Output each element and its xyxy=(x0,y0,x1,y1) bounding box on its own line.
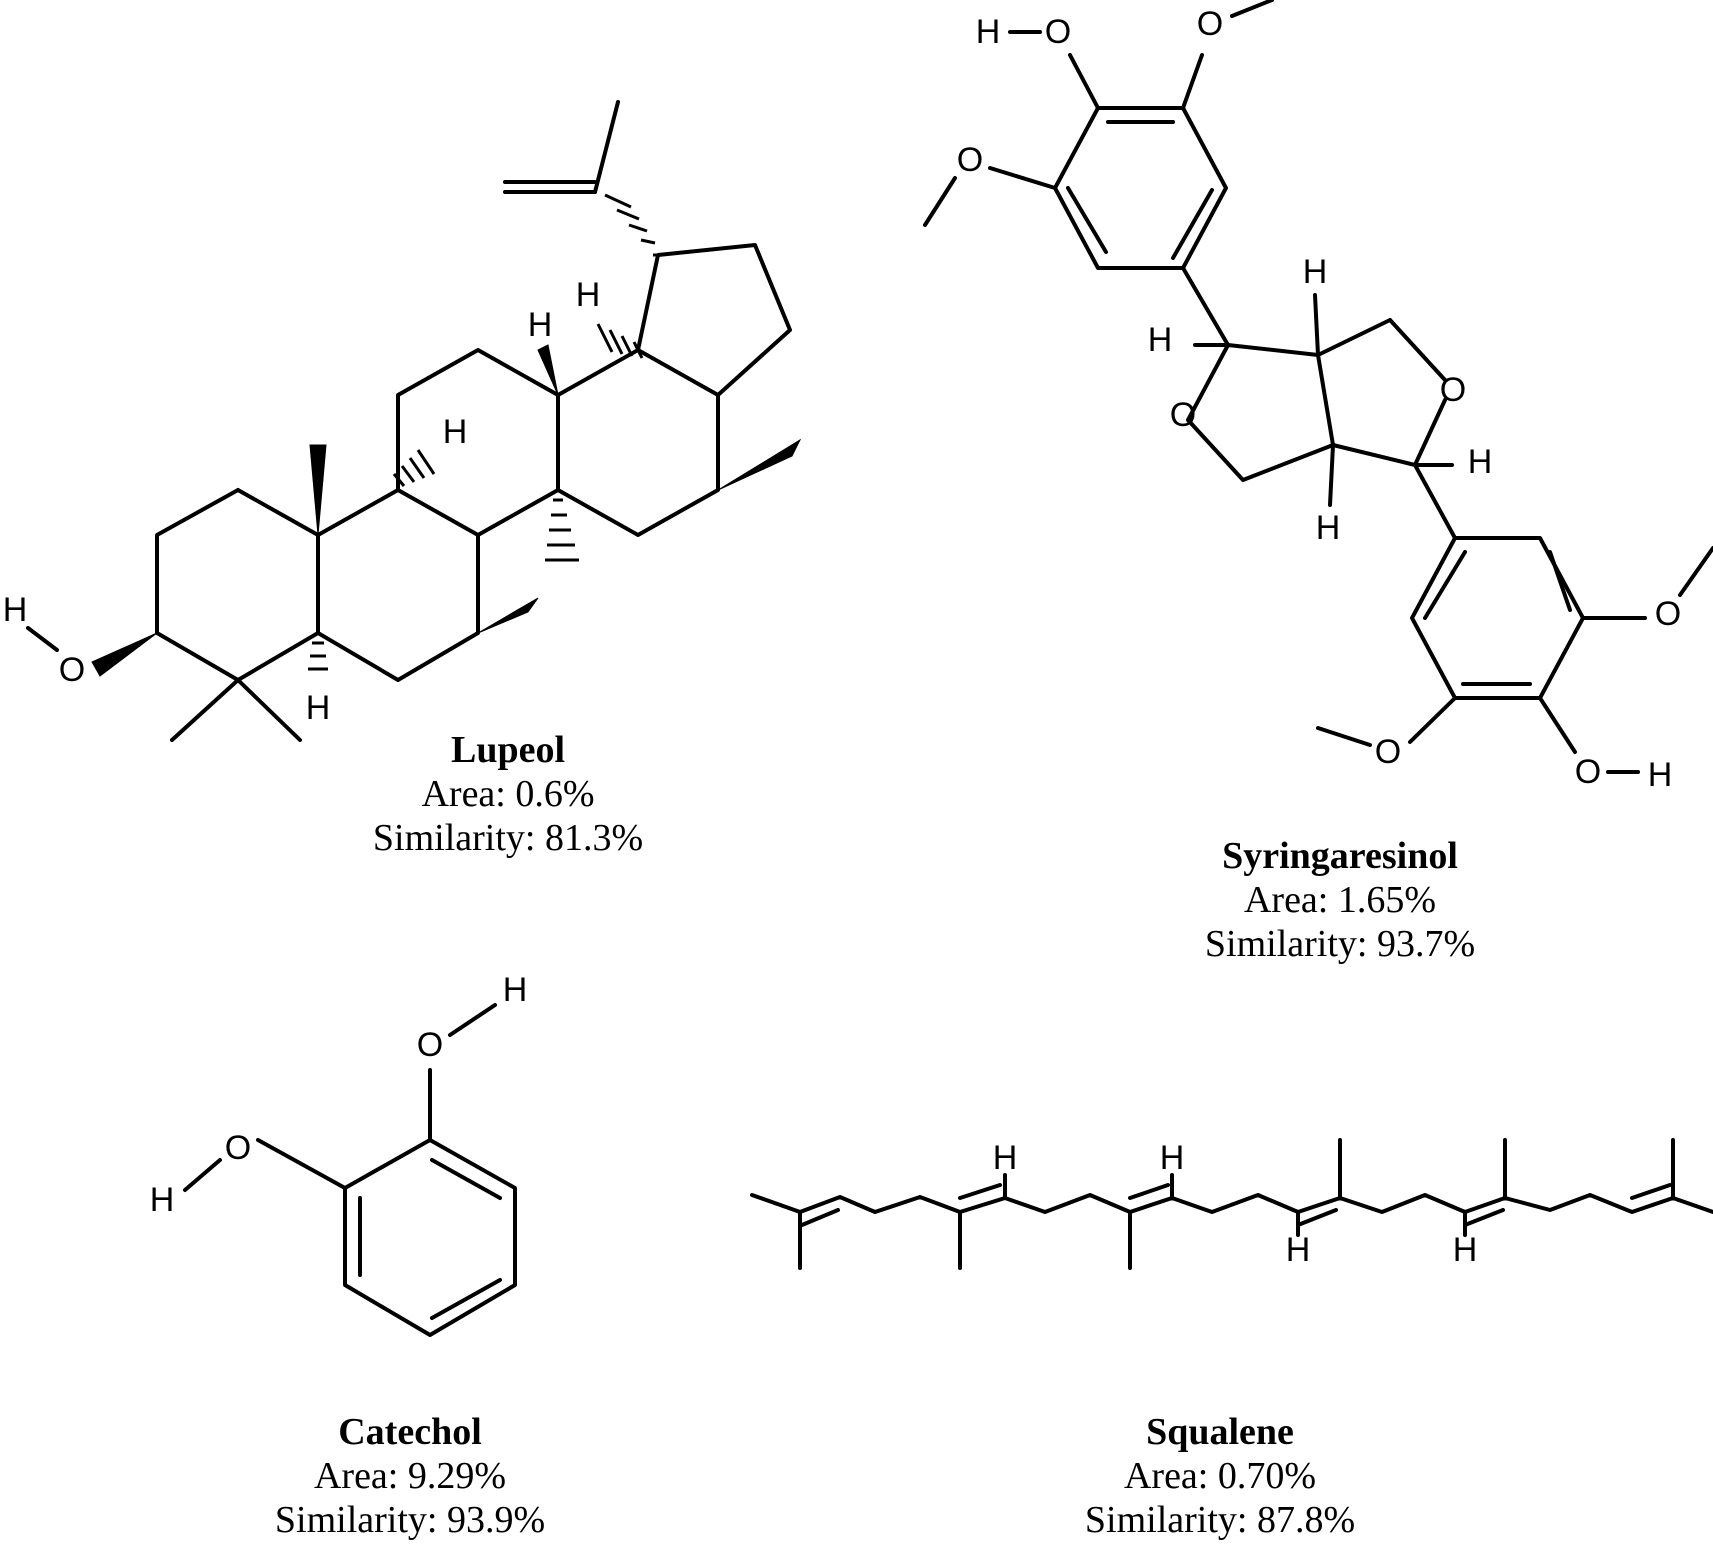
lupeol-area: Area: 0.6% xyxy=(421,773,595,815)
squalene-h-label: H xyxy=(1453,1231,1478,1269)
syringaresinol-area: Area: 1.65% xyxy=(1243,879,1437,921)
lupeol-o-label: O xyxy=(59,651,85,689)
syringaresinol-h-label: H xyxy=(976,13,1001,51)
syringaresinol-o-label: O xyxy=(1575,753,1601,791)
catechol-h-label: H xyxy=(503,971,528,1009)
lupeol-similarity: Similarity: 81.3% xyxy=(372,817,644,859)
squalene-similarity: Similarity: 87.8% xyxy=(1084,1499,1356,1541)
syringaresinol-o-label: O xyxy=(957,141,983,179)
squalene-structure: H H H H xyxy=(750,1138,1713,1270)
catechol-h-label: H xyxy=(150,1181,175,1219)
syringaresinol-o-label: O xyxy=(1440,371,1466,409)
syringaresinol-o-label: O xyxy=(1655,595,1681,633)
syringaresinol-similarity: Similarity: 93.7% xyxy=(1204,923,1476,965)
syringaresinol-h-label: H xyxy=(1468,443,1493,481)
syringaresinol-h-label: H xyxy=(1303,253,1328,291)
syringaresinol-o-label: O xyxy=(1375,733,1401,771)
lupeol-structure: H H H H O H xyxy=(3,100,802,742)
lupeol-h-label: H xyxy=(443,413,468,451)
lupeol-wedge-bonds xyxy=(91,344,802,677)
lupeol-h-label: H xyxy=(576,276,601,314)
syringaresinol-caption: Syringaresinol Area: 1.65% Similarity: 9… xyxy=(1090,834,1590,966)
syringaresinol-h-label: H xyxy=(1148,321,1173,359)
lupeol-h-label: H xyxy=(306,689,331,727)
lupeol-h-label: H xyxy=(3,591,28,629)
catechol-o-label: O xyxy=(225,1129,251,1167)
lupeol-name: Lupeol xyxy=(450,729,566,771)
squalene-caption: Squalene Area: 0.70% Similarity: 87.8% xyxy=(970,1410,1470,1542)
syringaresinol-name: Syringaresinol xyxy=(1222,835,1458,877)
squalene-h-label: H xyxy=(993,1139,1018,1177)
syringaresinol-o-label: O xyxy=(1170,396,1196,434)
lupeol-hashed-bonds xyxy=(308,193,663,671)
catechol-caption: Catechol Area: 9.29% Similarity: 93.9% xyxy=(160,1410,660,1542)
catechol-similarity: Similarity: 93.9% xyxy=(274,1499,546,1541)
catechol-area: Area: 9.29% xyxy=(313,1455,507,1497)
squalene-h-label: H xyxy=(1160,1139,1185,1177)
syringaresinol-h-label: H xyxy=(1648,756,1673,794)
lupeol-caption: Lupeol Area: 0.6% Similarity: 81.3% xyxy=(258,728,758,860)
catechol-o-label: O xyxy=(417,1026,443,1064)
squalene-name: Squalene xyxy=(1146,1411,1294,1453)
lupeol-h-label: H xyxy=(528,306,553,344)
catechol-name: Catechol xyxy=(338,1411,482,1453)
squalene-area: Area: 0.70% xyxy=(1123,1455,1317,1497)
catechol-structure: O H O H xyxy=(150,971,528,1337)
syringaresinol-h-label: H xyxy=(1316,509,1341,547)
syringaresinol-structure: O H O O O O H H H H xyxy=(923,0,1713,794)
syringaresinol-o-label: O xyxy=(1045,13,1071,51)
squalene-h-label: H xyxy=(1286,1231,1311,1269)
syringaresinol-o-label: O xyxy=(1197,5,1223,43)
